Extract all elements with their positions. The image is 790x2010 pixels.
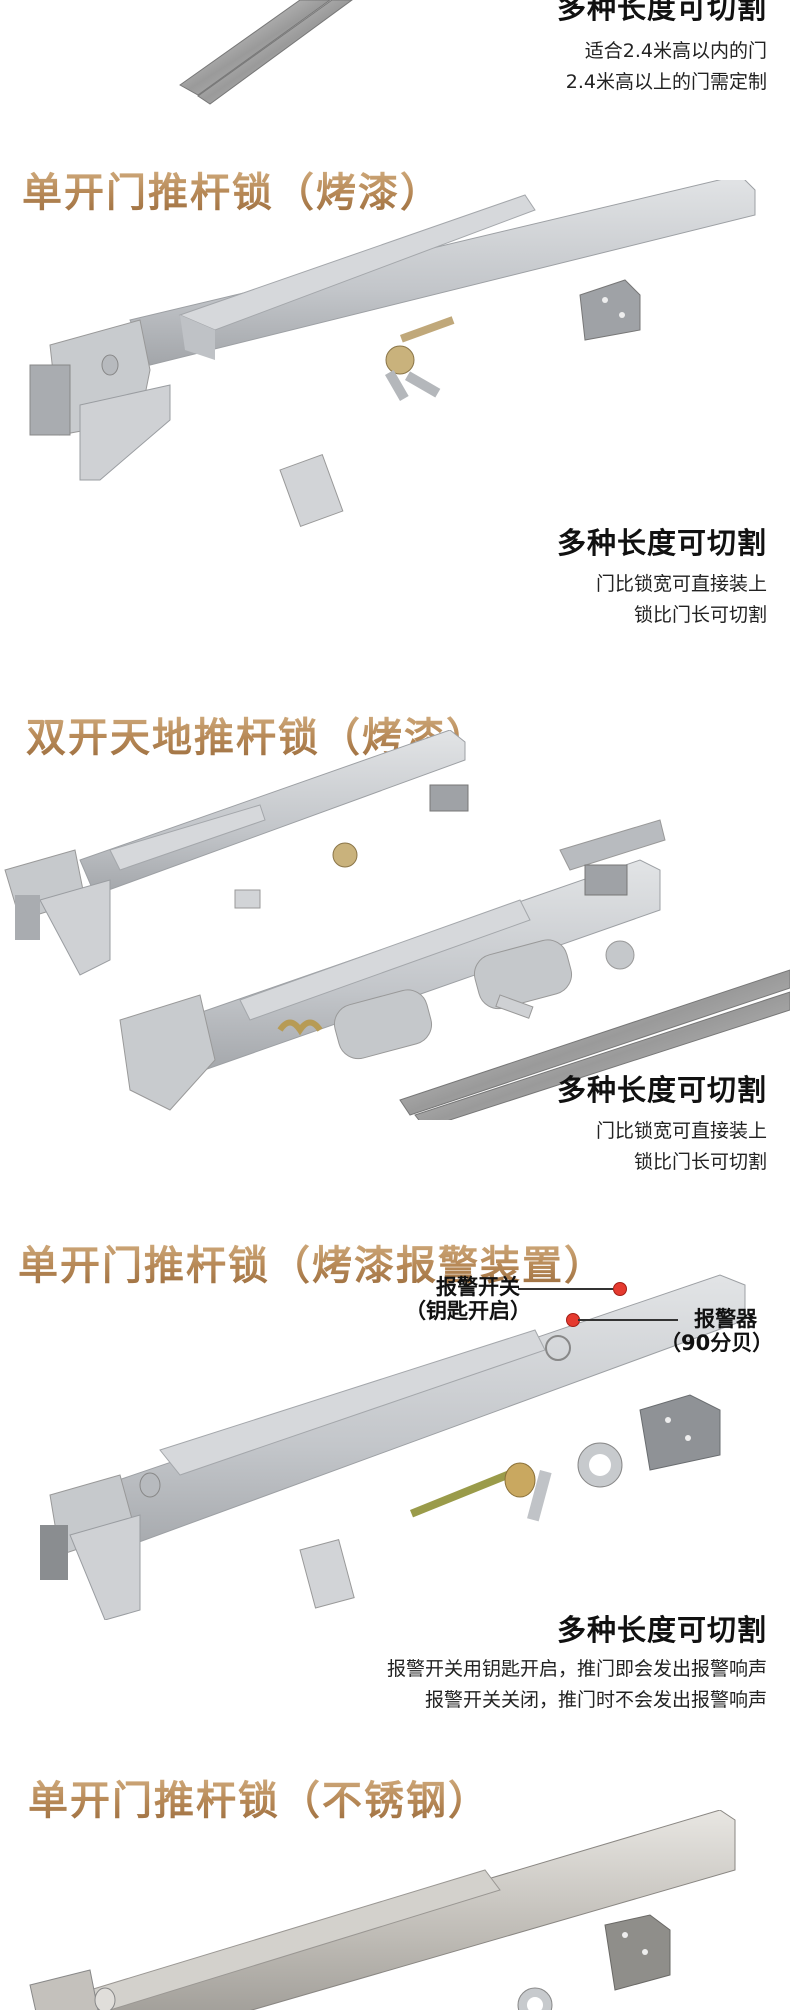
section-title: 单开门推杆锁（烤漆） — [22, 160, 442, 218]
stainless-push-bar-lock-image — [29, 1810, 736, 2010]
alarm-push-bar-lock-image — [40, 1274, 746, 1620]
feature-block: 多种长度可切割 报警开关用钥匙开启，推门即会发出报警响声 报警开关关闭，推门时不… — [387, 1612, 767, 1716]
feature-heading: 多种长度可切割 — [556, 1613, 767, 1647]
vertical-rod-push-bar-lock-image — [4, 730, 790, 1120]
feature-block: 多种长度可切割 门比锁宽可直接装上 锁比门长可切割 — [557, 1072, 767, 1178]
vertical-rods-image — [179, 0, 353, 105]
callout-line — [578, 1319, 678, 1321]
feature-line: 门比锁宽可直接装上 — [595, 573, 767, 595]
feature-line: 适合2.4米高以内的门 — [584, 40, 767, 62]
feature-line: 锁比门长可切割 — [633, 1151, 767, 1173]
feature-block: 多种长度可切割 门比锁宽可直接装上 锁比门长可切割 — [557, 525, 767, 631]
feature-heading: 多种长度可切割 — [556, 0, 767, 25]
callout-alarm-label: 报警器 — [694, 1307, 758, 1331]
alarm-switch-dot — [613, 1282, 627, 1296]
feature-line: 门比锁宽可直接装上 — [595, 1120, 767, 1142]
push-bar-lock-image — [29, 180, 756, 528]
callout-alarm-switch: 报警开关 （钥匙开启） — [405, 1275, 531, 1323]
feature-line: 报警开关关闭，推门时不会发出报警响声 — [424, 1689, 767, 1711]
feature-line: 2.4米高以上的门需定制 — [565, 71, 767, 93]
callout-line — [518, 1288, 613, 1290]
feature-heading: 多种长度可切割 — [556, 1073, 767, 1107]
callout-alarm-note: （90分贝） — [660, 1331, 774, 1355]
feature-heading: 多种长度可切割 — [556, 526, 767, 560]
feature-line: 报警开关用钥匙开启，推门即会发出报警响声 — [386, 1658, 767, 1680]
callout-alarm-switch-note: （钥匙开启） — [405, 1299, 531, 1323]
feature-block: 多种长度可切割 适合2.4米高以内的门 2.4米高以上的门需定制 — [557, 0, 767, 98]
section-title: 单开门推杆锁（烤漆报警装置） — [18, 1233, 606, 1291]
callout-alarm-switch-label: 报警开关 — [436, 1275, 520, 1299]
feature-line: 锁比门长可切割 — [633, 604, 767, 626]
section-title: 单开门推杆锁（不锈钢） — [28, 1768, 490, 1826]
callout-alarm: 报警器 （90分贝） — [660, 1307, 773, 1355]
